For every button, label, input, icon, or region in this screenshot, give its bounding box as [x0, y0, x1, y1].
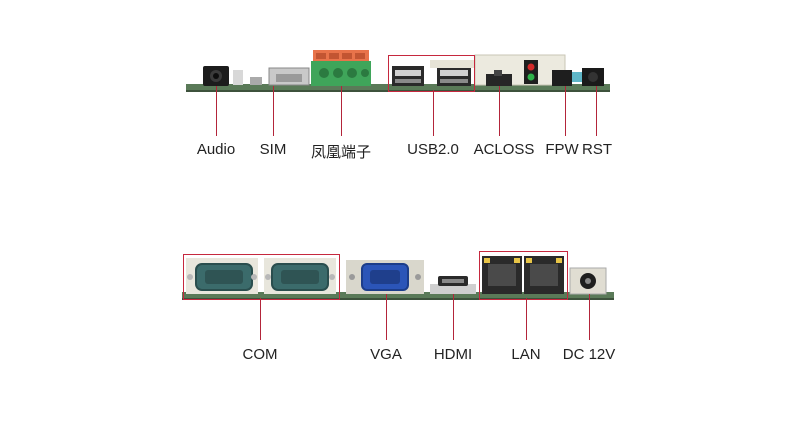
audio-leader-line — [216, 86, 217, 136]
usb-ports-icon — [392, 66, 471, 86]
phoenix-leader-line — [341, 86, 342, 136]
vga-port-icon — [346, 260, 424, 294]
label-fpw: FPW — [545, 141, 579, 158]
usb-leader-line — [433, 90, 434, 136]
lan-leader-line — [526, 298, 527, 340]
acloss-leader-line — [499, 86, 500, 136]
lan-ports-icon — [482, 256, 564, 294]
fpw-button-icon — [552, 70, 582, 86]
label-usb: USB2.0 — [407, 141, 459, 158]
hdmi-leader-line — [453, 294, 454, 340]
top-board: Audio SIM 凤凰端子 USB2.0 ACLOSS FPW RST — [0, 0, 790, 200]
label-sim: SIM — [259, 141, 287, 158]
label-acloss: ACLOSS — [473, 141, 535, 158]
label-dc-12v: DC 12V — [562, 346, 616, 363]
label-rst: RST — [582, 141, 612, 158]
phoenix-terminal-icon — [311, 50, 371, 86]
acloss-switch-icon — [486, 70, 512, 86]
label-lan: LAN — [511, 346, 541, 363]
sim-slot-icon — [268, 67, 310, 86]
com-leader-line — [260, 298, 261, 340]
top-board-graphic — [186, 50, 610, 92]
lan-highlight-box — [479, 251, 568, 300]
dc-leader-line — [589, 294, 590, 340]
bottom-board-graphic — [182, 256, 614, 300]
label-hdmi: HDMI — [433, 346, 473, 363]
label-phoenix-terminal: 凤凰端子 — [310, 144, 372, 161]
rst-button-icon — [582, 68, 604, 86]
label-audio: Audio — [196, 141, 236, 158]
vga-leader-line — [386, 294, 387, 340]
fpw-leader-line — [565, 86, 566, 136]
label-com: COM — [242, 346, 278, 363]
rst-leader-line — [596, 86, 597, 136]
hdmi-port-icon — [430, 276, 476, 294]
com-highlight-box — [183, 254, 340, 300]
audio-jack-icon — [203, 66, 243, 86]
usb-highlight-box — [388, 55, 475, 92]
status-leds-icon — [524, 60, 538, 84]
label-vga: VGA — [370, 346, 402, 363]
sim-leader-line — [273, 86, 274, 136]
bottom-board: COM VGA HDMI LAN DC 12V — [0, 200, 790, 437]
dc-jack-icon — [569, 267, 607, 295]
com-ports-icon — [186, 258, 336, 294]
